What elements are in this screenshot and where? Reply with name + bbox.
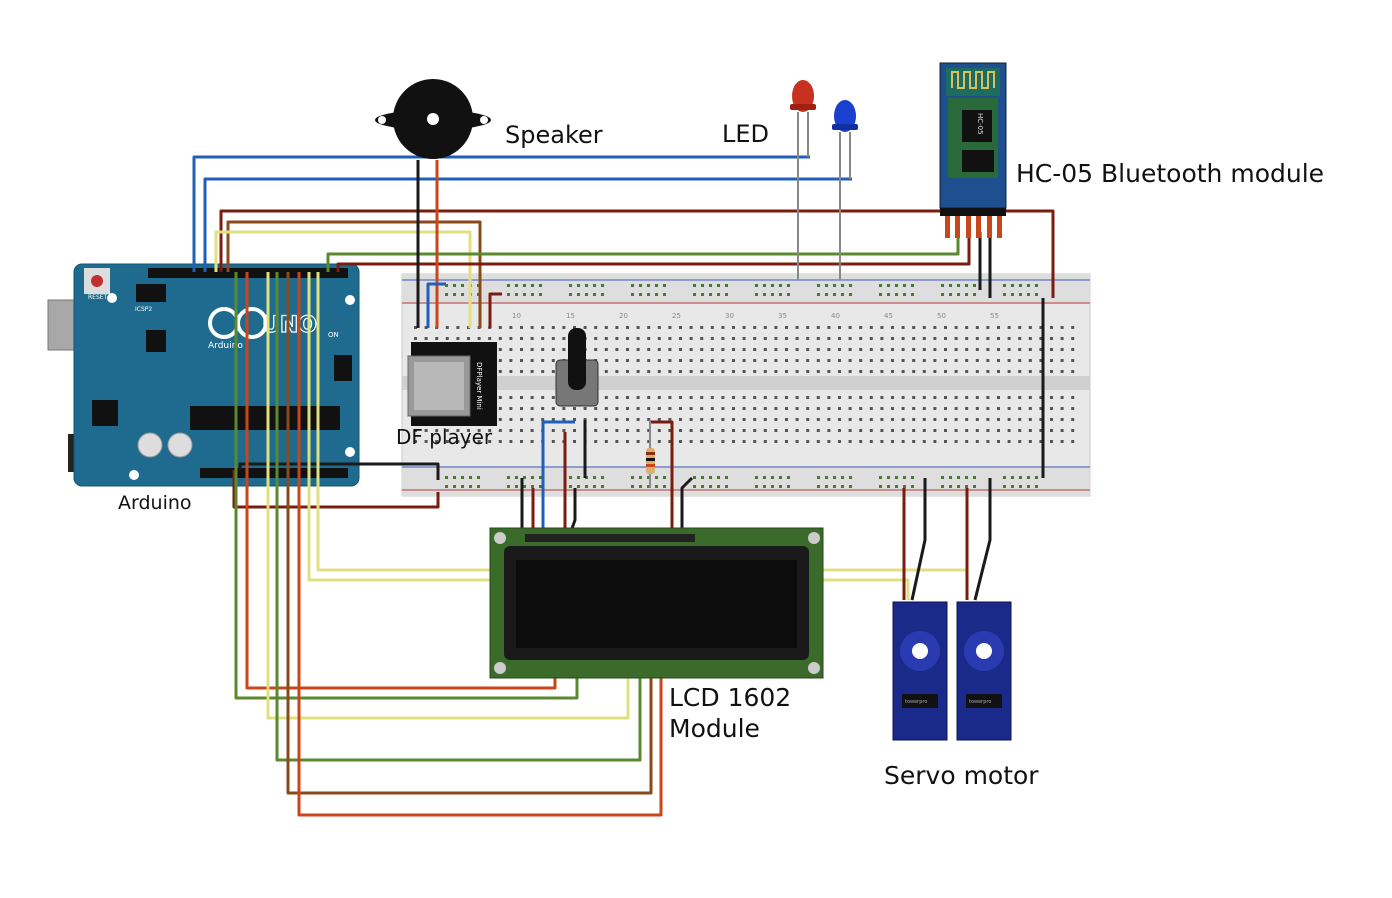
wire-darkred-bt-rx bbox=[336, 232, 971, 272]
lcd-1602 bbox=[489, 527, 824, 679]
wire-blue-df bbox=[426, 282, 446, 328]
wire-green-bt-tx bbox=[326, 232, 960, 272]
wire-blue-led-blue bbox=[203, 177, 852, 272]
arduino-on-label: ON bbox=[328, 331, 339, 339]
dfplayer-module: DFPlayer Mini bbox=[407, 342, 497, 426]
breadboard-column-numbers: 10 15 20 25 30 35 40 45 50 55 bbox=[512, 312, 999, 320]
potentiometer bbox=[555, 328, 599, 407]
bb-num-20: 20 bbox=[619, 312, 628, 320]
wire-black-gnd bbox=[238, 462, 440, 480]
speaker bbox=[375, 79, 491, 159]
breadboard: 10 15 20 25 30 35 40 45 50 55 bbox=[401, 273, 1091, 497]
arduino-icsp-label: ICSP2 bbox=[135, 306, 152, 313]
wire-yellow-bt bbox=[214, 230, 472, 328]
wire-black-servo1-gnd bbox=[910, 478, 927, 601]
servo2-brand: towerpro bbox=[969, 699, 991, 705]
arduino-brand-label: Arduino bbox=[208, 341, 243, 351]
label-servo: Servo motor bbox=[884, 761, 1039, 790]
bb-num-50: 50 bbox=[937, 312, 946, 320]
arduino-reset-label: RESET bbox=[88, 294, 108, 301]
label-lcd-line2: Module bbox=[669, 714, 760, 743]
wire-black-servo2-gnd bbox=[973, 478, 992, 601]
wire-brown-long bbox=[226, 220, 482, 328]
servo-motor-2: towerpro bbox=[956, 601, 1012, 741]
bb-num-10: 10 bbox=[512, 312, 521, 320]
dfplayer-chip-label: DFPlayer Mini bbox=[475, 362, 483, 410]
led-blue bbox=[832, 100, 858, 132]
label-dfplayer: DF player bbox=[396, 425, 493, 449]
wire-blue-lcd-vo bbox=[541, 420, 575, 540]
label-lcd-line1: LCD 1602 bbox=[669, 683, 791, 712]
hc05-module: HC-05 bbox=[939, 62, 1007, 238]
bb-num-30: 30 bbox=[725, 312, 734, 320]
wire-blue-led-red bbox=[192, 155, 810, 272]
bb-num-35: 35 bbox=[778, 312, 787, 320]
servo-motor-1: towerpro bbox=[892, 601, 948, 741]
servo1-brand: towerpro bbox=[905, 699, 927, 705]
label-arduino: Arduino bbox=[118, 492, 192, 514]
led-red bbox=[790, 80, 816, 112]
wire-darkred-df bbox=[488, 292, 502, 328]
wire-black-lcd-k bbox=[680, 476, 694, 540]
bb-num-55: 55 bbox=[990, 312, 999, 320]
label-led: LED bbox=[722, 120, 769, 148]
wire-darkred-5v bbox=[232, 470, 440, 509]
bb-num-45: 45 bbox=[884, 312, 893, 320]
wire-darkred-bt-vcc bbox=[219, 209, 1055, 298]
label-bluetooth: HC-05 Bluetooth module bbox=[1016, 159, 1324, 188]
arduino-board: RESET ICSP2 UNO Arduino ON bbox=[47, 263, 360, 487]
wire-darkred-lcd-a bbox=[650, 420, 674, 540]
bb-num-40: 40 bbox=[831, 312, 840, 320]
bb-num-25: 25 bbox=[672, 312, 681, 320]
hc05-chip-label: HC-05 bbox=[976, 113, 984, 135]
resistor bbox=[646, 420, 655, 488]
bb-num-15: 15 bbox=[566, 312, 575, 320]
label-speaker: Speaker bbox=[505, 121, 603, 149]
